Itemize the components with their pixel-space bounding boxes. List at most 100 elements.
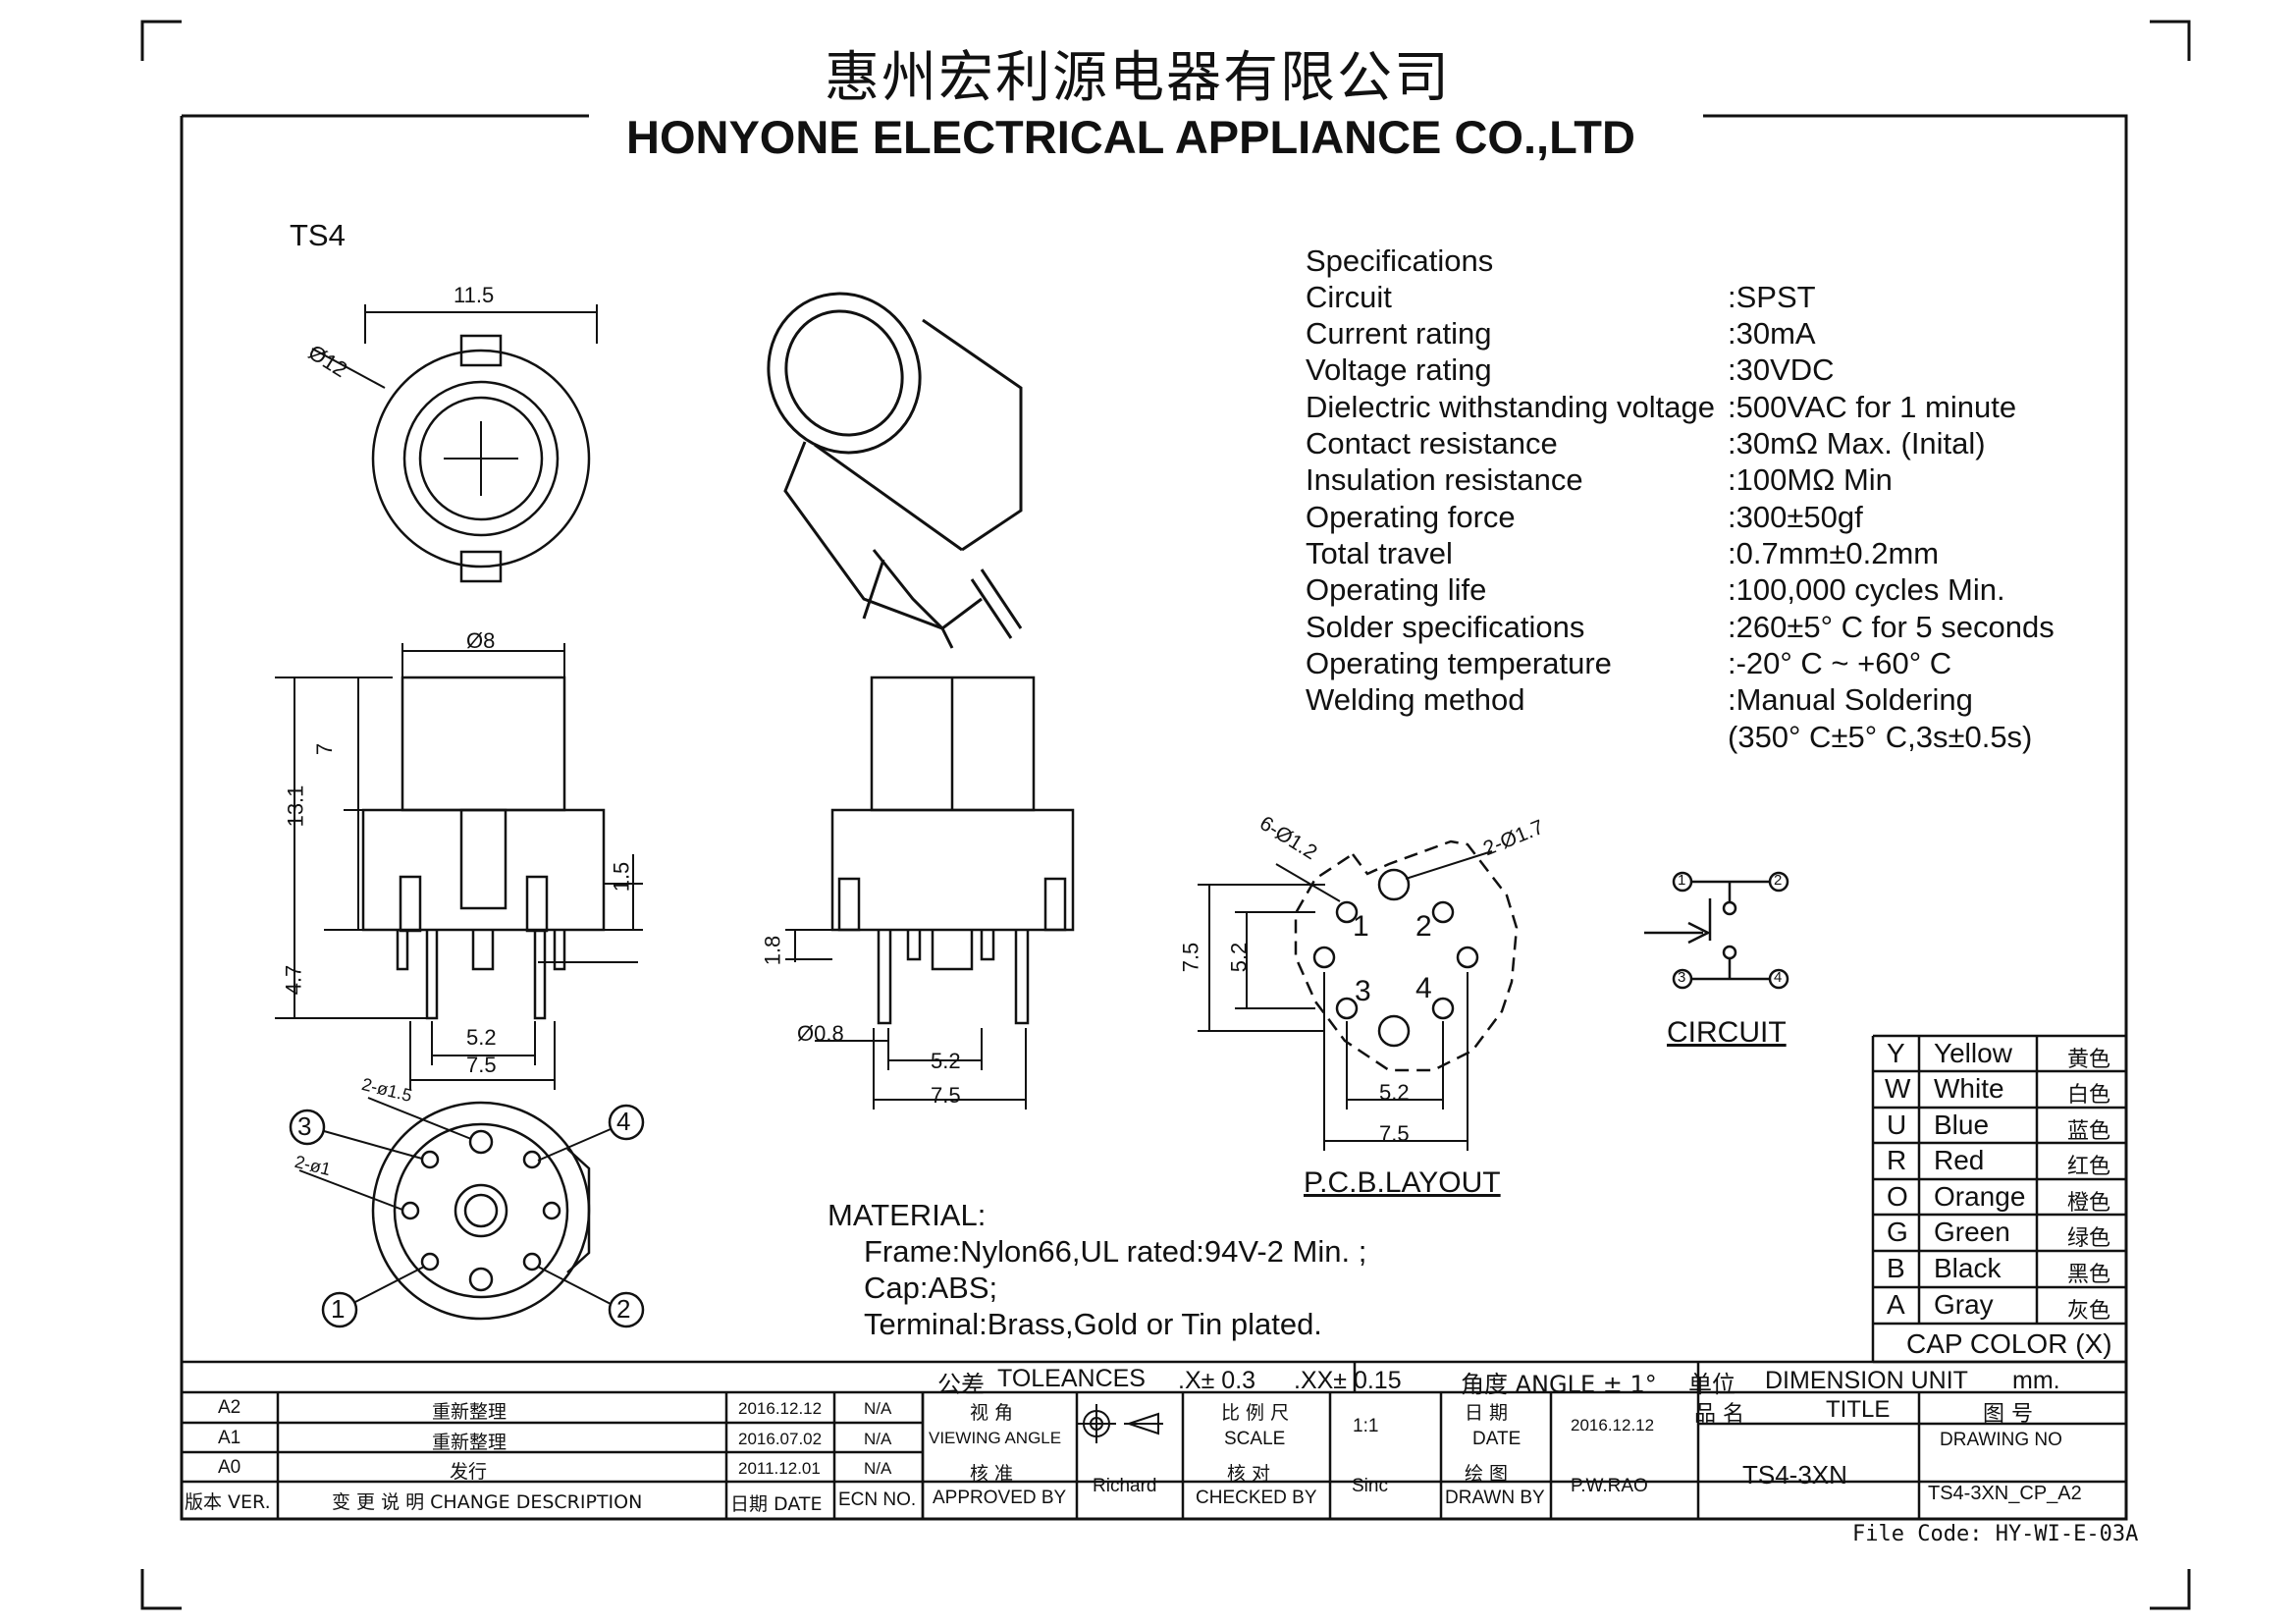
circuit-symbol (1644, 871, 1789, 990)
rev-date: 2011.12.01 (738, 1459, 821, 1478)
dim-pin-52: 5.2 (466, 1025, 497, 1050)
dim-front-pin-height: 1.8 (760, 935, 785, 966)
dim-pin-height: 4.7 (281, 964, 306, 996)
spec-key: Insulation resistance (1306, 462, 1583, 497)
unit-label: DIMENSION UNIT (1765, 1367, 1968, 1394)
date-cn: 日 期 (1465, 1402, 1509, 1424)
cap-name-cn: 灰色 (2067, 1299, 2111, 1324)
spec-key: Contact resistance (1306, 426, 1558, 460)
date-en: DATE (1472, 1429, 1522, 1449)
pcb-pad-3: 3 (1355, 975, 1371, 1007)
checked-value: Sinc (1352, 1476, 1388, 1496)
drawing-no-en: DRAWING NO (1940, 1430, 2062, 1450)
pin-marker-2-label: 2 (616, 1294, 631, 1324)
cap-code: A (1887, 1289, 1905, 1320)
cap-name-en: Black (1934, 1253, 2002, 1283)
approved-value: Richard (1093, 1476, 1157, 1496)
cap-name-cn: 黑色 (2067, 1263, 2111, 1287)
drawn-cn: 绘 图 (1465, 1463, 1509, 1485)
cap-code: W (1885, 1073, 1911, 1104)
pin-marker-2 (608, 1291, 645, 1328)
cap-name-cn: 橙色 (2067, 1191, 2111, 1216)
dim-front-pin-dia: Ø0.8 (797, 1021, 844, 1046)
rev-ver: A2 (218, 1397, 241, 1418)
pin-marker-3-label: 3 (297, 1111, 312, 1141)
cap-color-row: B Black 黑色 (1873, 1252, 2126, 1287)
dim-pin-75: 7.5 (466, 1053, 497, 1077)
spec-key: Operating life (1306, 572, 1487, 607)
spec-value: :500VAC for 1 minute (1728, 390, 2017, 424)
spec-value: :260±5° C for 5 seconds (1728, 610, 2055, 644)
spec-key: Circuit (1306, 280, 1392, 314)
pcb-pad-2: 2 (1415, 910, 1432, 943)
rev-ecn: N/A (864, 1430, 892, 1448)
top-view (311, 304, 598, 583)
approved-cn: 核 准 (970, 1463, 1014, 1485)
hdr-date: 日期 DATE (730, 1493, 823, 1515)
pcb-dim-75-v: 7.5 (1178, 942, 1203, 973)
rev-date: 2016.12.12 (738, 1399, 823, 1418)
viewing-angle-icon (1077, 1404, 1163, 1443)
approved-en: APPROVED BY (933, 1488, 1067, 1508)
title-block-grid (182, 1360, 2126, 1519)
spec-value: :30mA (1728, 316, 1816, 351)
cap-name-en: Blue (1934, 1110, 1990, 1140)
spec-title: Specifications (1306, 244, 1494, 278)
cap-name-en: Red (1934, 1145, 1985, 1175)
spec-value: (350° C±5° C,3s±0.5s) (1728, 720, 2033, 754)
cap-name-cn: 绿色 (2067, 1226, 2111, 1251)
cap-name-cn: 白色 (2067, 1083, 2111, 1108)
frame-border (180, 114, 2128, 1521)
pcb-layout-label: P.C.B.LAYOUT (1304, 1166, 1501, 1199)
spec-value: :30mΩ Max. (Inital) (1728, 426, 1986, 460)
iso-view (767, 292, 1023, 649)
cap-color-row: W White 白色 (1873, 1072, 2126, 1108)
unit-cn: 单位 (1688, 1371, 1735, 1398)
view-en: VIEWING ANGLE (929, 1429, 1062, 1447)
spec-value: :SPST (1728, 280, 1816, 314)
title-cn: 品 名 (1694, 1402, 1744, 1427)
spec-key: Operating force (1306, 500, 1516, 534)
pin-marker-3 (289, 1109, 326, 1146)
rev-ver: A0 (218, 1457, 241, 1478)
drawing-no-cn: 图 号 (1983, 1402, 2033, 1427)
bottom-view (289, 1097, 645, 1328)
checked-en: CHECKED BY (1196, 1488, 1317, 1508)
rev-desc: 发行 (450, 1461, 488, 1483)
cap-code: Y (1887, 1038, 1905, 1068)
material-title: MATERIAL: (828, 1198, 987, 1232)
cap-color-grid (1871, 1034, 2126, 1364)
circuit-node-1: 1 (1678, 872, 1686, 889)
spec-value: :Manual Soldering (1728, 682, 1973, 717)
company-name-cn: 惠州宏利源电器有限公司 (825, 46, 1451, 110)
scale-en: SCALE (1224, 1429, 1286, 1449)
unit-value: mm. (2012, 1367, 2060, 1394)
cap-name-en: Orange (1934, 1181, 2026, 1212)
side-view (275, 643, 643, 1090)
rev-date: 2016.07.02 (738, 1430, 823, 1448)
pin-marker-1-label: 1 (331, 1294, 346, 1324)
rev-desc: 重新整理 (432, 1401, 507, 1423)
spec-key: Current rating (1306, 316, 1492, 351)
cap-code: R (1887, 1145, 1907, 1175)
tolerance-cn: 公差 (937, 1371, 985, 1398)
cap-name-en: Yellow (1934, 1038, 2012, 1068)
cap-name-en: White (1934, 1073, 2004, 1104)
dim-cap-height: 7 (312, 742, 338, 756)
title-value: TS4-3XN (1742, 1460, 1847, 1489)
cap-code: B (1887, 1253, 1905, 1283)
front-view (785, 676, 1075, 1110)
spec-value: :30VDC (1728, 352, 1835, 387)
spec-key: Solder specifications (1306, 610, 1585, 644)
spec-key: Voltage rating (1306, 352, 1492, 387)
drawing-no-value: TS4-3XN_CP_A2 (1928, 1483, 2082, 1504)
pcb-dim-52-v: 5.2 (1226, 942, 1252, 973)
pin-marker-4 (608, 1104, 645, 1141)
material-line: Frame:Nylon66,UL rated:94V-2 Min. ; (864, 1234, 1367, 1269)
pin-marker-4-label: 4 (616, 1107, 631, 1136)
spec-key: Total travel (1306, 536, 1453, 570)
